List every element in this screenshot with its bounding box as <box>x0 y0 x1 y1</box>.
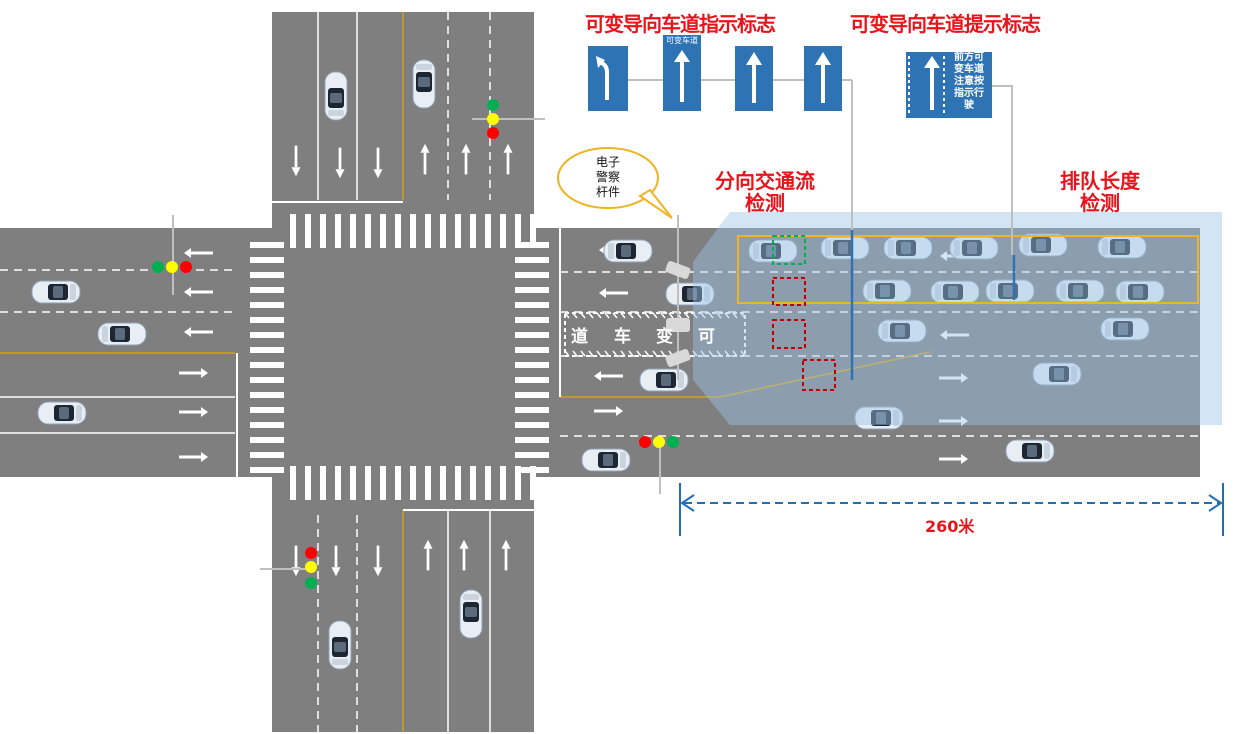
variable-lane-char-1: 道 <box>571 327 588 347</box>
traffic-lights <box>152 99 679 589</box>
queue-detection-label: 排队长度 检测 <box>1060 169 1140 215</box>
lane-markings <box>0 12 1200 732</box>
callout-bubble <box>557 147 673 219</box>
direction-detection-label: 分向交通流 检测 <box>715 169 815 215</box>
distance-dimension <box>679 483 1224 536</box>
variable-lane-indicator-signs <box>588 35 842 111</box>
cameras <box>665 261 691 367</box>
variable-lane-sign-label: 可变车道 <box>666 36 698 45</box>
variable-lane-notice-sign <box>906 52 992 118</box>
notice-sign-title: 可变导向车道提示标志 <box>850 12 1041 36</box>
indicator-sign-title: 可变导向车道指示标志 <box>585 12 776 36</box>
variable-lane-char-2: 车 <box>614 327 631 347</box>
police-pole-label: 电子 警察 杆件 <box>595 155 620 199</box>
distance-label: 260米 <box>925 517 975 536</box>
variable-lane-char-4: 可 <box>698 327 715 347</box>
center-yellow-lines <box>0 12 931 732</box>
detection-zone <box>693 212 1222 425</box>
crosswalks <box>250 214 746 500</box>
notice-sign-text: 前方可 变车道 注意按 指示行 驶 <box>954 52 984 111</box>
sign-support-lines <box>172 79 1013 570</box>
stop-lines <box>236 201 561 511</box>
variable-lane-char-3: 变 <box>656 327 673 347</box>
